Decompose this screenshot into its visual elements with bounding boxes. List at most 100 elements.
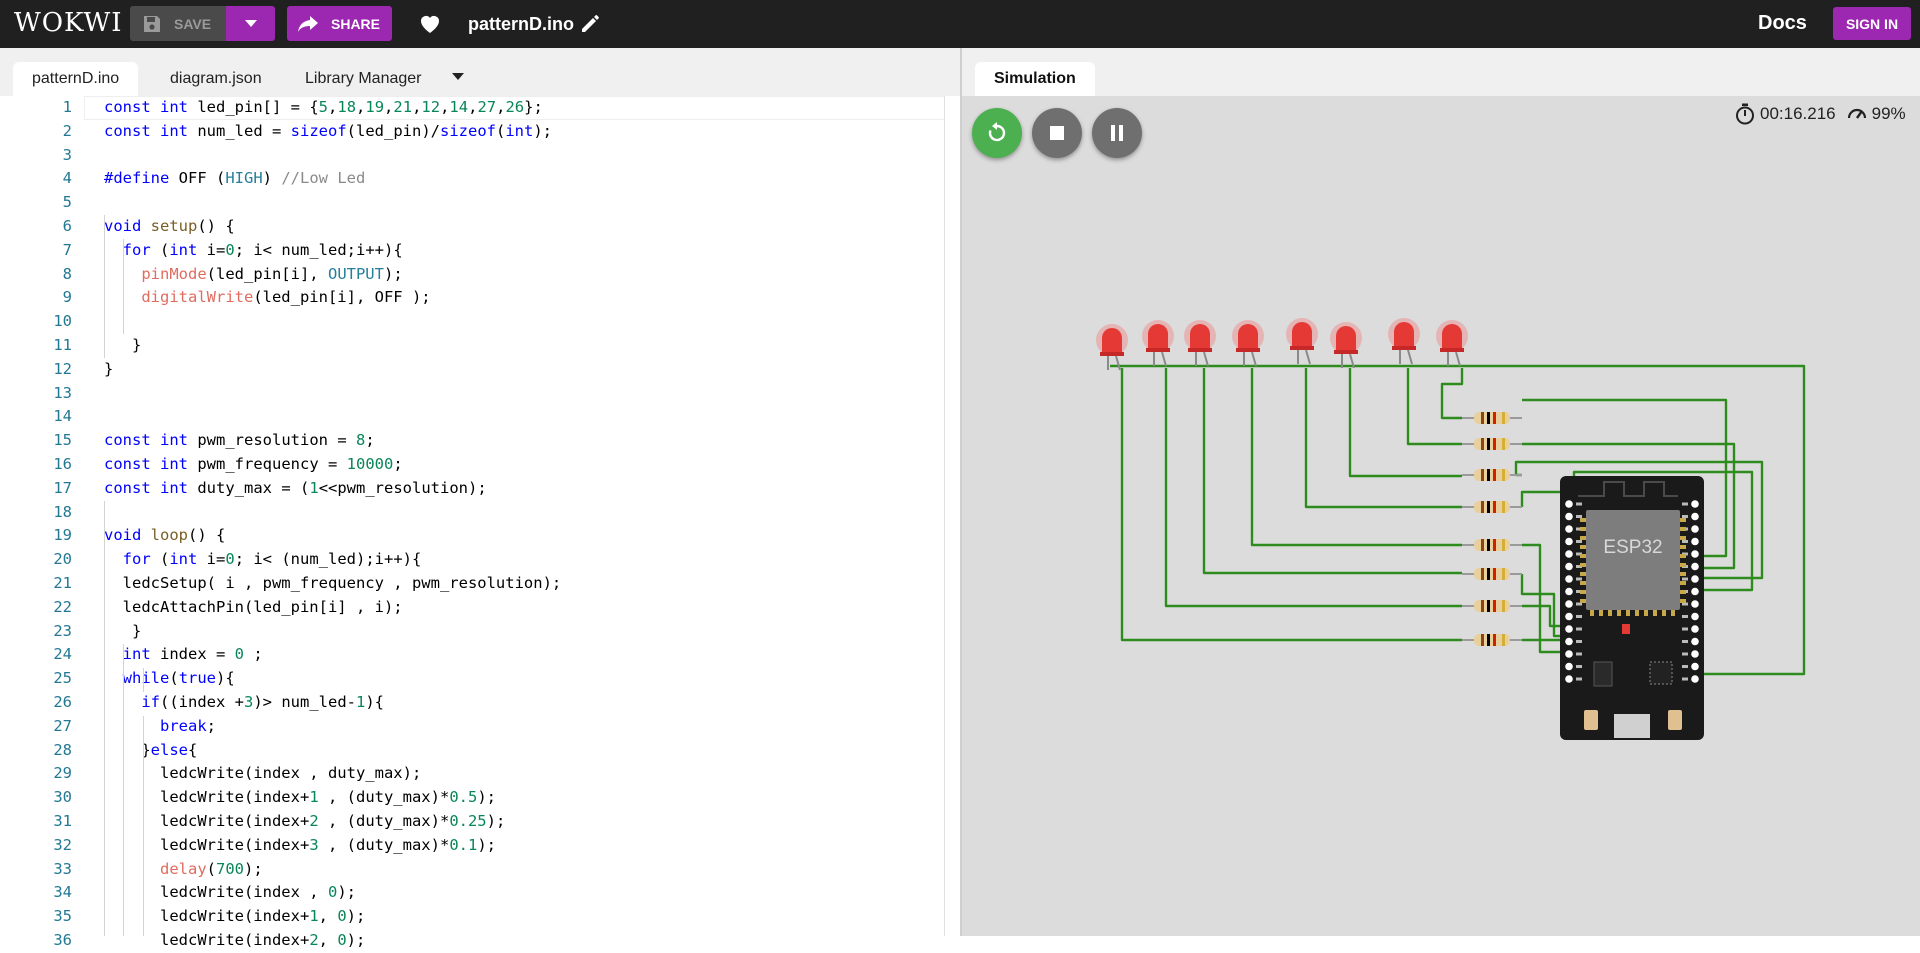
code-line[interactable]: delay(700); [160, 859, 263, 878]
led-rim [1236, 348, 1260, 352]
code-line[interactable]: } [104, 336, 142, 354]
led-rim [1100, 352, 1124, 356]
code-line[interactable]: break; [160, 716, 217, 735]
led-leg [1407, 349, 1413, 365]
line-number: 7 [62, 240, 72, 259]
editor-scrollbar[interactable] [944, 96, 960, 936]
code-line[interactable]: while(true){ [122, 669, 235, 688]
line-number: 6 [62, 217, 72, 235]
module-pad [1580, 590, 1586, 594]
code-line[interactable]: const int pwm_frequency = 10000; [104, 455, 403, 473]
pin-label [1576, 627, 1582, 631]
code-line[interactable]: const int pwm_resolution = 8; [104, 431, 375, 450]
code-line[interactable]: for (int i=0; i< num_led;i++){ [122, 240, 403, 259]
led-body [1190, 324, 1210, 350]
code-line[interactable]: pinMode(led_pin[i], OUTPUT); [141, 264, 403, 283]
pin [1565, 637, 1573, 646]
code-line[interactable]: if((index +3)> num_led-1){ [141, 693, 385, 711]
stop-button[interactable] [1032, 108, 1082, 158]
led-rim [1440, 348, 1464, 352]
esp32-board[interactable]: ESP32 [1560, 476, 1704, 740]
pin [1691, 562, 1699, 571]
code-line[interactable]: ledcWrite(index , 0); [104, 883, 356, 902]
pin [1691, 650, 1699, 658]
red-led [1286, 318, 1318, 365]
code-line[interactable]: ledcWrite(index+2, 0); [104, 931, 366, 949]
share-icon [298, 15, 318, 32]
line-number: 14 [53, 407, 72, 426]
pin [1691, 675, 1699, 683]
tab-simulation[interactable]: Simulation [975, 62, 1095, 96]
code-line[interactable]: ledcWrite(index+3 , (duty_max)*0.1); [104, 835, 496, 854]
usb-chip [1649, 661, 1673, 685]
red-led [1388, 318, 1420, 365]
wire [1120, 368, 1462, 642]
code-line[interactable]: const int led_pin[] = {5,18,19,21,12,14,… [104, 98, 543, 116]
line-number: 26 [53, 693, 72, 711]
code-line[interactable]: } [104, 621, 142, 640]
line-number: 30 [53, 788, 72, 807]
code-line[interactable]: digitalWrite(led_pin[i], OFF ); [141, 288, 431, 307]
pause-button[interactable] [1092, 108, 1142, 158]
wire [1406, 368, 1462, 446]
code-line[interactable]: ledcWrite(index+1 , (duty_max)*0.5); [104, 788, 496, 807]
line-number: 1 [62, 98, 72, 116]
code-line[interactable]: void loop() { [104, 526, 226, 545]
code-line[interactable]: }else{ [104, 740, 198, 759]
pin-label [1682, 577, 1688, 581]
heart-icon[interactable] [418, 12, 442, 36]
pencil-edit-icon[interactable] [578, 12, 602, 36]
share-button[interactable]: SHARE [287, 6, 392, 41]
code-line[interactable]: } [104, 359, 114, 378]
wire [1202, 368, 1462, 575]
code-line[interactable]: ledcWrite(index+2 , (duty_max)*0.25); [104, 812, 506, 830]
resistor-band [1481, 412, 1484, 424]
tab-menu-caret-icon[interactable] [452, 72, 464, 82]
resistors [1462, 412, 1522, 646]
module-pad [1680, 563, 1686, 567]
pin [1691, 637, 1699, 646]
code-line[interactable]: const int num_led = sizeof(led_pin)/size… [104, 121, 553, 140]
code-line[interactable]: const int duty_max = (1<<pwm_resolution)… [104, 478, 487, 497]
docs-link[interactable]: Docs [1758, 12, 1807, 34]
wire [1522, 604, 1562, 628]
indent-guide [143, 668, 144, 692]
simulation-timer: 00:16.216 [1760, 104, 1836, 123]
line-number: 10 [53, 312, 72, 331]
module-pad [1680, 581, 1686, 585]
save-dropdown-button[interactable] [226, 6, 275, 41]
pin [1691, 612, 1699, 621]
code-line[interactable]: #define OFF (HIGH) //Low Led [104, 169, 366, 188]
pin-label [1682, 615, 1688, 618]
top-bar: WOKWI SAVE SHARE patternD.ino Docs SIGN … [0, 0, 1920, 48]
tab-patternd-ino[interactable]: patternD.ino [13, 62, 139, 96]
code-line[interactable]: int index = 0 ; [122, 645, 263, 664]
wokwi-logo[interactable]: WOKWI [14, 8, 123, 38]
code-line[interactable]: ledcWrite(index , duty_max); [104, 764, 422, 783]
line-number: 34 [53, 883, 72, 902]
code-line[interactable]: ledcWrite(index+1, 0); [104, 907, 366, 926]
circuit-diagram[interactable]: ESP32 [962, 48, 1920, 936]
code-line[interactable]: for (int i=0; i< (num_led);i++){ [122, 550, 422, 569]
red-led [1096, 324, 1128, 371]
line-number: 33 [53, 859, 72, 878]
enable-button[interactable] [1668, 710, 1682, 730]
module-pad [1680, 599, 1686, 603]
restart-button[interactable] [972, 108, 1022, 158]
code-line[interactable]: void setup() { [104, 217, 235, 235]
pin [1691, 575, 1699, 583]
pin [1691, 600, 1699, 608]
boot-button[interactable] [1584, 710, 1598, 730]
code-line[interactable]: ledcAttachPin(led_pin[i] , i); [104, 597, 403, 616]
code-line[interactable]: ledcSetup( i , pwm_frequency , pwm_resol… [104, 574, 562, 592]
module-pad [1671, 610, 1675, 616]
tab-library-manager[interactable]: Library Manager [305, 70, 422, 87]
sign-in-button[interactable]: SIGN IN [1833, 7, 1911, 40]
tab-diagram-json[interactable]: diagram.json [170, 70, 262, 87]
resistor-band [1502, 600, 1505, 612]
led-rim [1392, 346, 1416, 350]
leds [1096, 318, 1468, 371]
save-button[interactable]: SAVE [130, 6, 226, 41]
resistor-band [1493, 600, 1496, 612]
